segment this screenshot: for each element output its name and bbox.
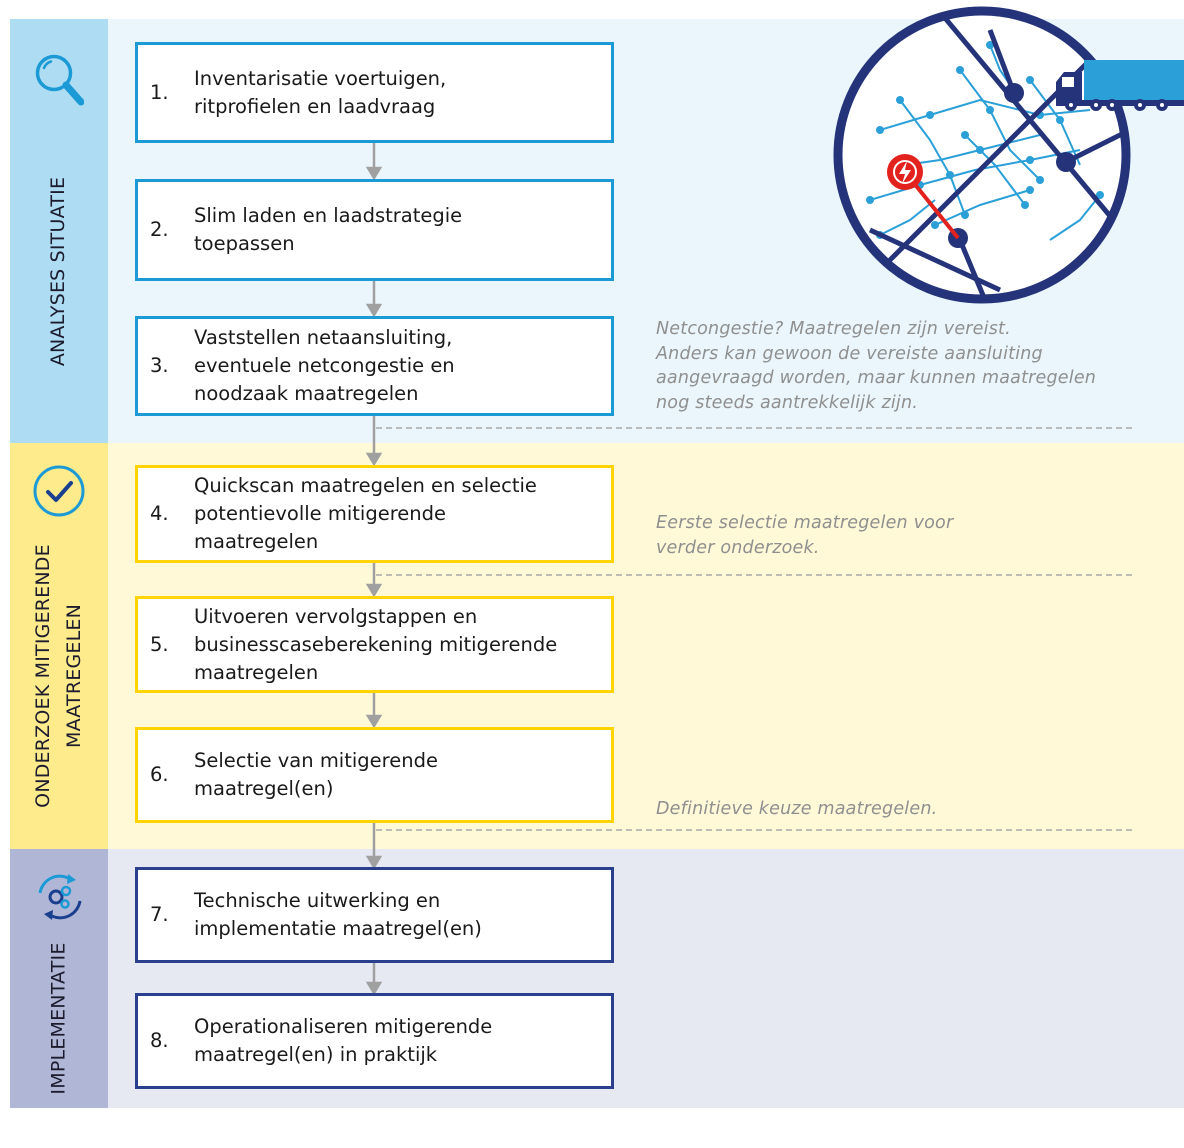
step-text: Quickscan maatregelen en selectie potent…: [194, 474, 537, 553]
step-text: Technische uitwerking en implementatie m…: [194, 889, 482, 940]
step-2: 2. Slim laden en laadstrategie toepassen: [135, 179, 614, 281]
step-4: 4. Quickscan maatregelen en selectie pot…: [135, 465, 614, 563]
checkmark-circle-icon: [31, 463, 87, 523]
step-3: 3. Vaststellen netaansluiting, eventuele…: [135, 316, 614, 416]
step-number: 1.: [150, 80, 169, 104]
gears-cycle-icon: [32, 869, 88, 929]
step-7: 7. Technische uitwerking en implementati…: [135, 867, 614, 963]
step-number: 8.: [150, 1029, 169, 1052]
note-first-selection: Eerste selectie maatregelen voor verder …: [656, 513, 954, 558]
research-phase-sidebar: ONDERZOEK MITIGERENDE MAATREGELEN: [10, 443, 108, 849]
step-text: Uitvoeren vervolgstappen en businesscase…: [194, 604, 558, 684]
analysis-phase-sidebar: ANALYSES SITUATIE: [10, 19, 108, 443]
step-number: 5.: [150, 632, 169, 656]
arrow-2-3: [365, 303, 383, 318]
step-number: 6.: [150, 763, 169, 786]
step-5: 5. Uitvoeren vervolgstappen en businessc…: [135, 596, 614, 693]
step-text: Vaststellen netaansluiting, eventuele ne…: [194, 326, 455, 405]
arrow-6-7: [365, 855, 383, 870]
arrow-1-2: [365, 166, 383, 181]
grid-network-truck-icon: [833, 6, 1184, 304]
step-number: 4.: [150, 502, 169, 525]
step-number: 2.: [150, 218, 169, 241]
lightning-marker: [887, 154, 923, 190]
step-6: 6. Selectie van mitigerende maatregel(en…: [135, 727, 614, 823]
flow-connectors: [365, 143, 1136, 996]
arrow-4-5: [365, 583, 383, 598]
step-text: Inventarisatie voertuigen, ritprofielen …: [194, 66, 447, 118]
truck-icon: [1056, 60, 1184, 111]
implementation-phase-sidebar: IMPLEMENTATIE: [10, 849, 108, 1108]
magnifier-icon: [34, 53, 85, 115]
step-8: 8. Operationaliseren mitigerende maatreg…: [135, 993, 614, 1089]
step-number: 3.: [150, 354, 169, 377]
step-text: Slim laden en laadstrategie toepassen: [194, 204, 463, 255]
note-netcongestion: Netcongestie? Maatregelen zijn vereist. …: [656, 319, 1097, 413]
arrow-3-4: [365, 452, 383, 467]
step-text: Operationaliseren mitigerende maatregel(…: [194, 1015, 493, 1066]
step-text: Selectie van mitigerende maatregel(en): [194, 749, 438, 800]
arrow-7-8: [365, 981, 383, 996]
arrow-5-6: [365, 714, 383, 729]
step-1: 1. Inventarisatie voertuigen, ritprofiel…: [135, 42, 614, 143]
note-definitive-choice: Definitieve keuze maatregelen.: [656, 799, 938, 819]
step-number: 7.: [150, 903, 169, 926]
